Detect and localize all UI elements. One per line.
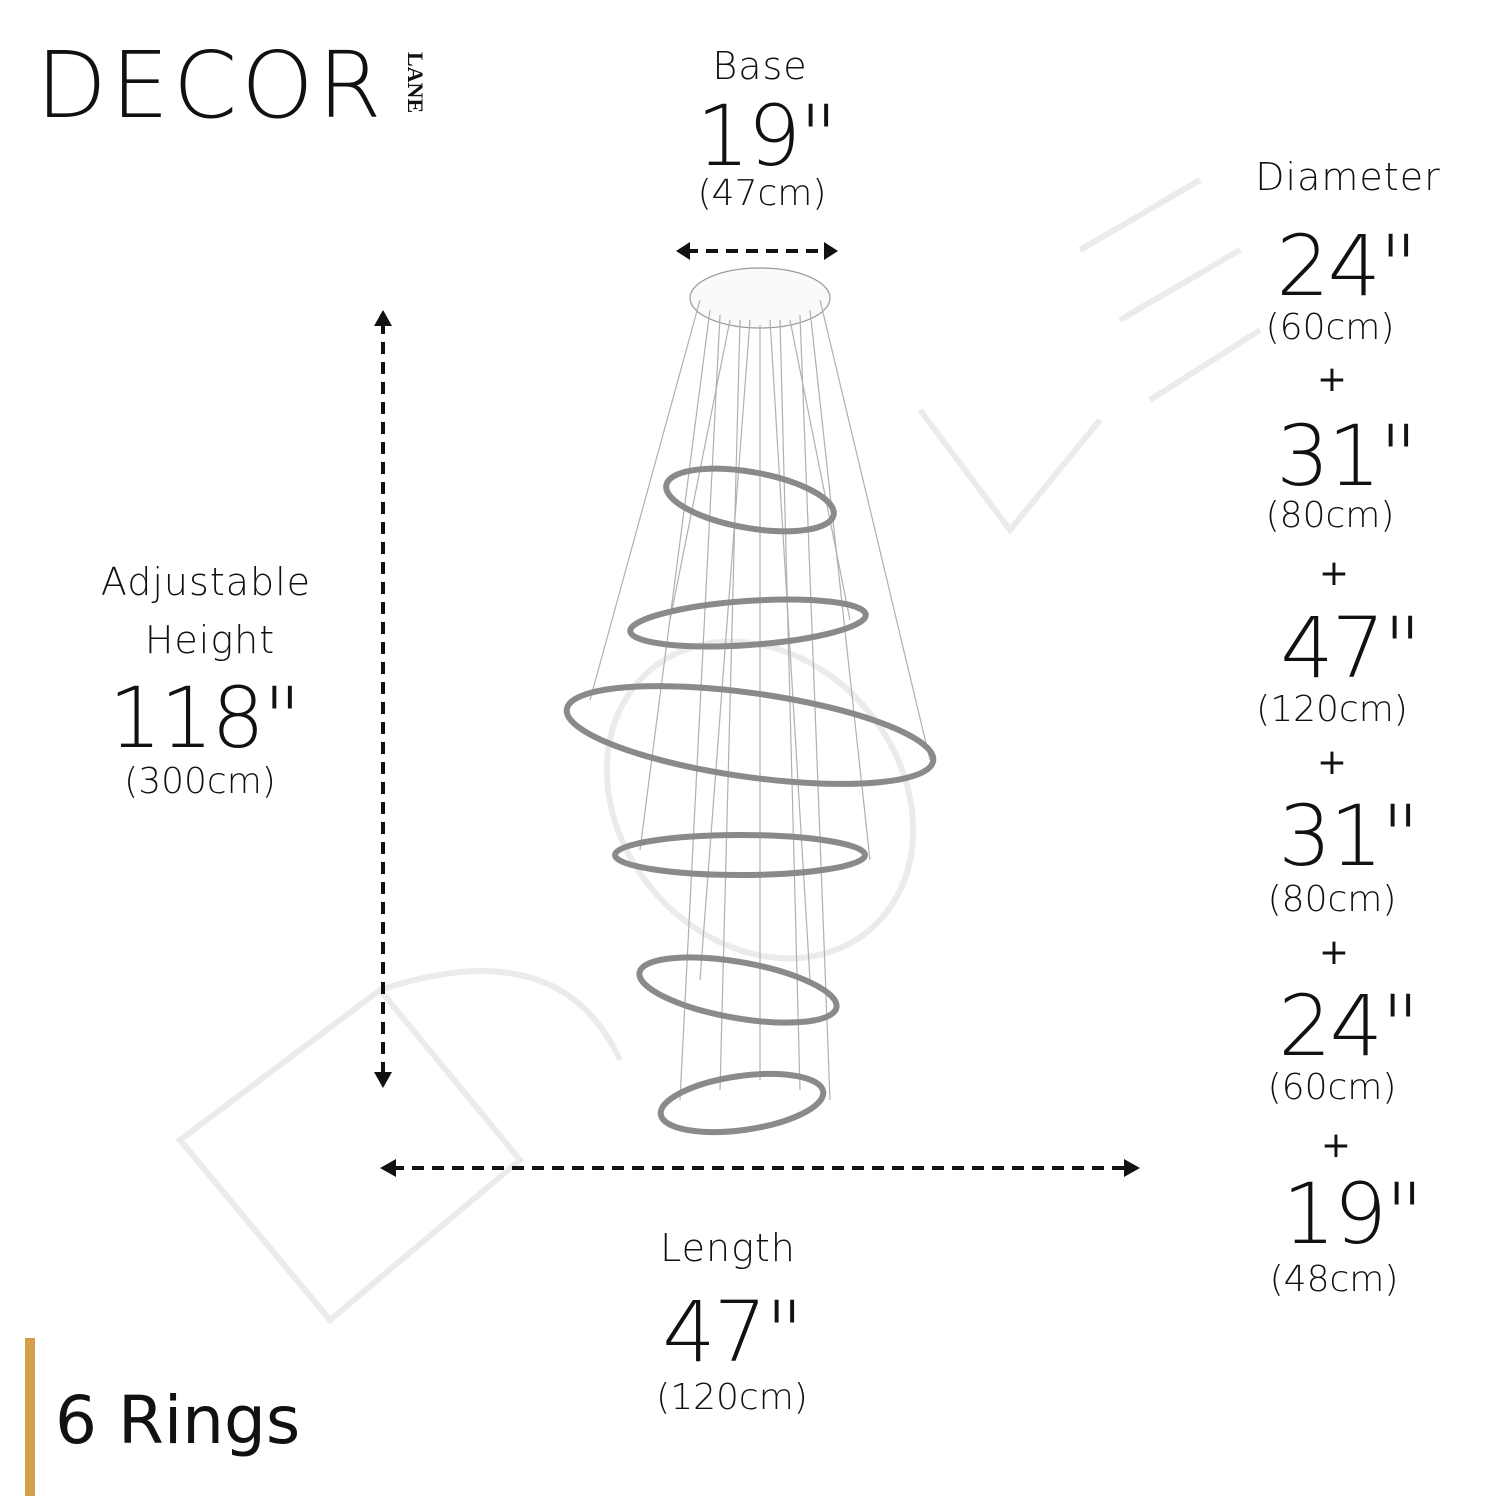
diameter-inches: 31" — [1276, 407, 1418, 505]
base-label: Base — [712, 44, 808, 88]
diameter-inches: 19" — [1282, 1165, 1424, 1263]
height-label-line1: Adjustable — [100, 560, 312, 604]
length-inches: 47" — [662, 1283, 804, 1381]
diameter-label: Diameter — [1255, 155, 1441, 199]
ring-6 — [657, 1070, 827, 1136]
brand-logo: DECOR — [36, 40, 386, 132]
diameter-inches: 24" — [1278, 977, 1420, 1075]
base-inches: 19" — [696, 87, 838, 185]
ring-2 — [627, 596, 869, 650]
base-cm: (47cm) — [697, 173, 827, 214]
length-cm: (120cm) — [656, 1377, 808, 1418]
diameter-cm: (80cm) — [1267, 879, 1397, 920]
ring-3 — [563, 683, 937, 787]
diameter-cm: (60cm) — [1265, 307, 1395, 348]
diameter-cm: (80cm) — [1265, 495, 1395, 536]
diameter-inches: 47" — [1280, 599, 1422, 697]
height-label-line2: Height — [144, 618, 276, 662]
brand-sub: LANE — [403, 52, 428, 114]
diameter-inches: 31" — [1278, 787, 1420, 885]
plus-sign: + — [1320, 1125, 1352, 1166]
plus-sign: + — [1316, 742, 1348, 783]
suspension-wires — [589, 299, 931, 1101]
rings-count: 6 Rings — [55, 1382, 301, 1459]
ring-1 — [663, 465, 837, 535]
dimension-arrows — [381, 249, 1128, 1170]
height-cm: (300cm) — [124, 761, 276, 802]
rings — [563, 465, 937, 1136]
diameter-cm: (48cm) — [1269, 1259, 1399, 1300]
ring-5 — [636, 954, 840, 1026]
plus-sign: + — [1318, 932, 1350, 973]
watermark — [175, 177, 1262, 1325]
height-inches: 118" — [108, 669, 302, 767]
accent-bar — [25, 1338, 35, 1496]
diameter-inches: 24" — [1276, 217, 1418, 315]
plus-sign: + — [1316, 359, 1348, 400]
plus-sign: + — [1318, 553, 1350, 594]
length-label: Length — [660, 1226, 796, 1270]
arrow-heads — [374, 242, 1140, 1177]
diameter-cm: (120cm) — [1256, 689, 1408, 730]
chandelier — [563, 267, 937, 1136]
brand-name: DECOR — [36, 32, 386, 139]
ring-4 — [612, 832, 868, 878]
diameter-cm: (60cm) — [1267, 1067, 1397, 1108]
